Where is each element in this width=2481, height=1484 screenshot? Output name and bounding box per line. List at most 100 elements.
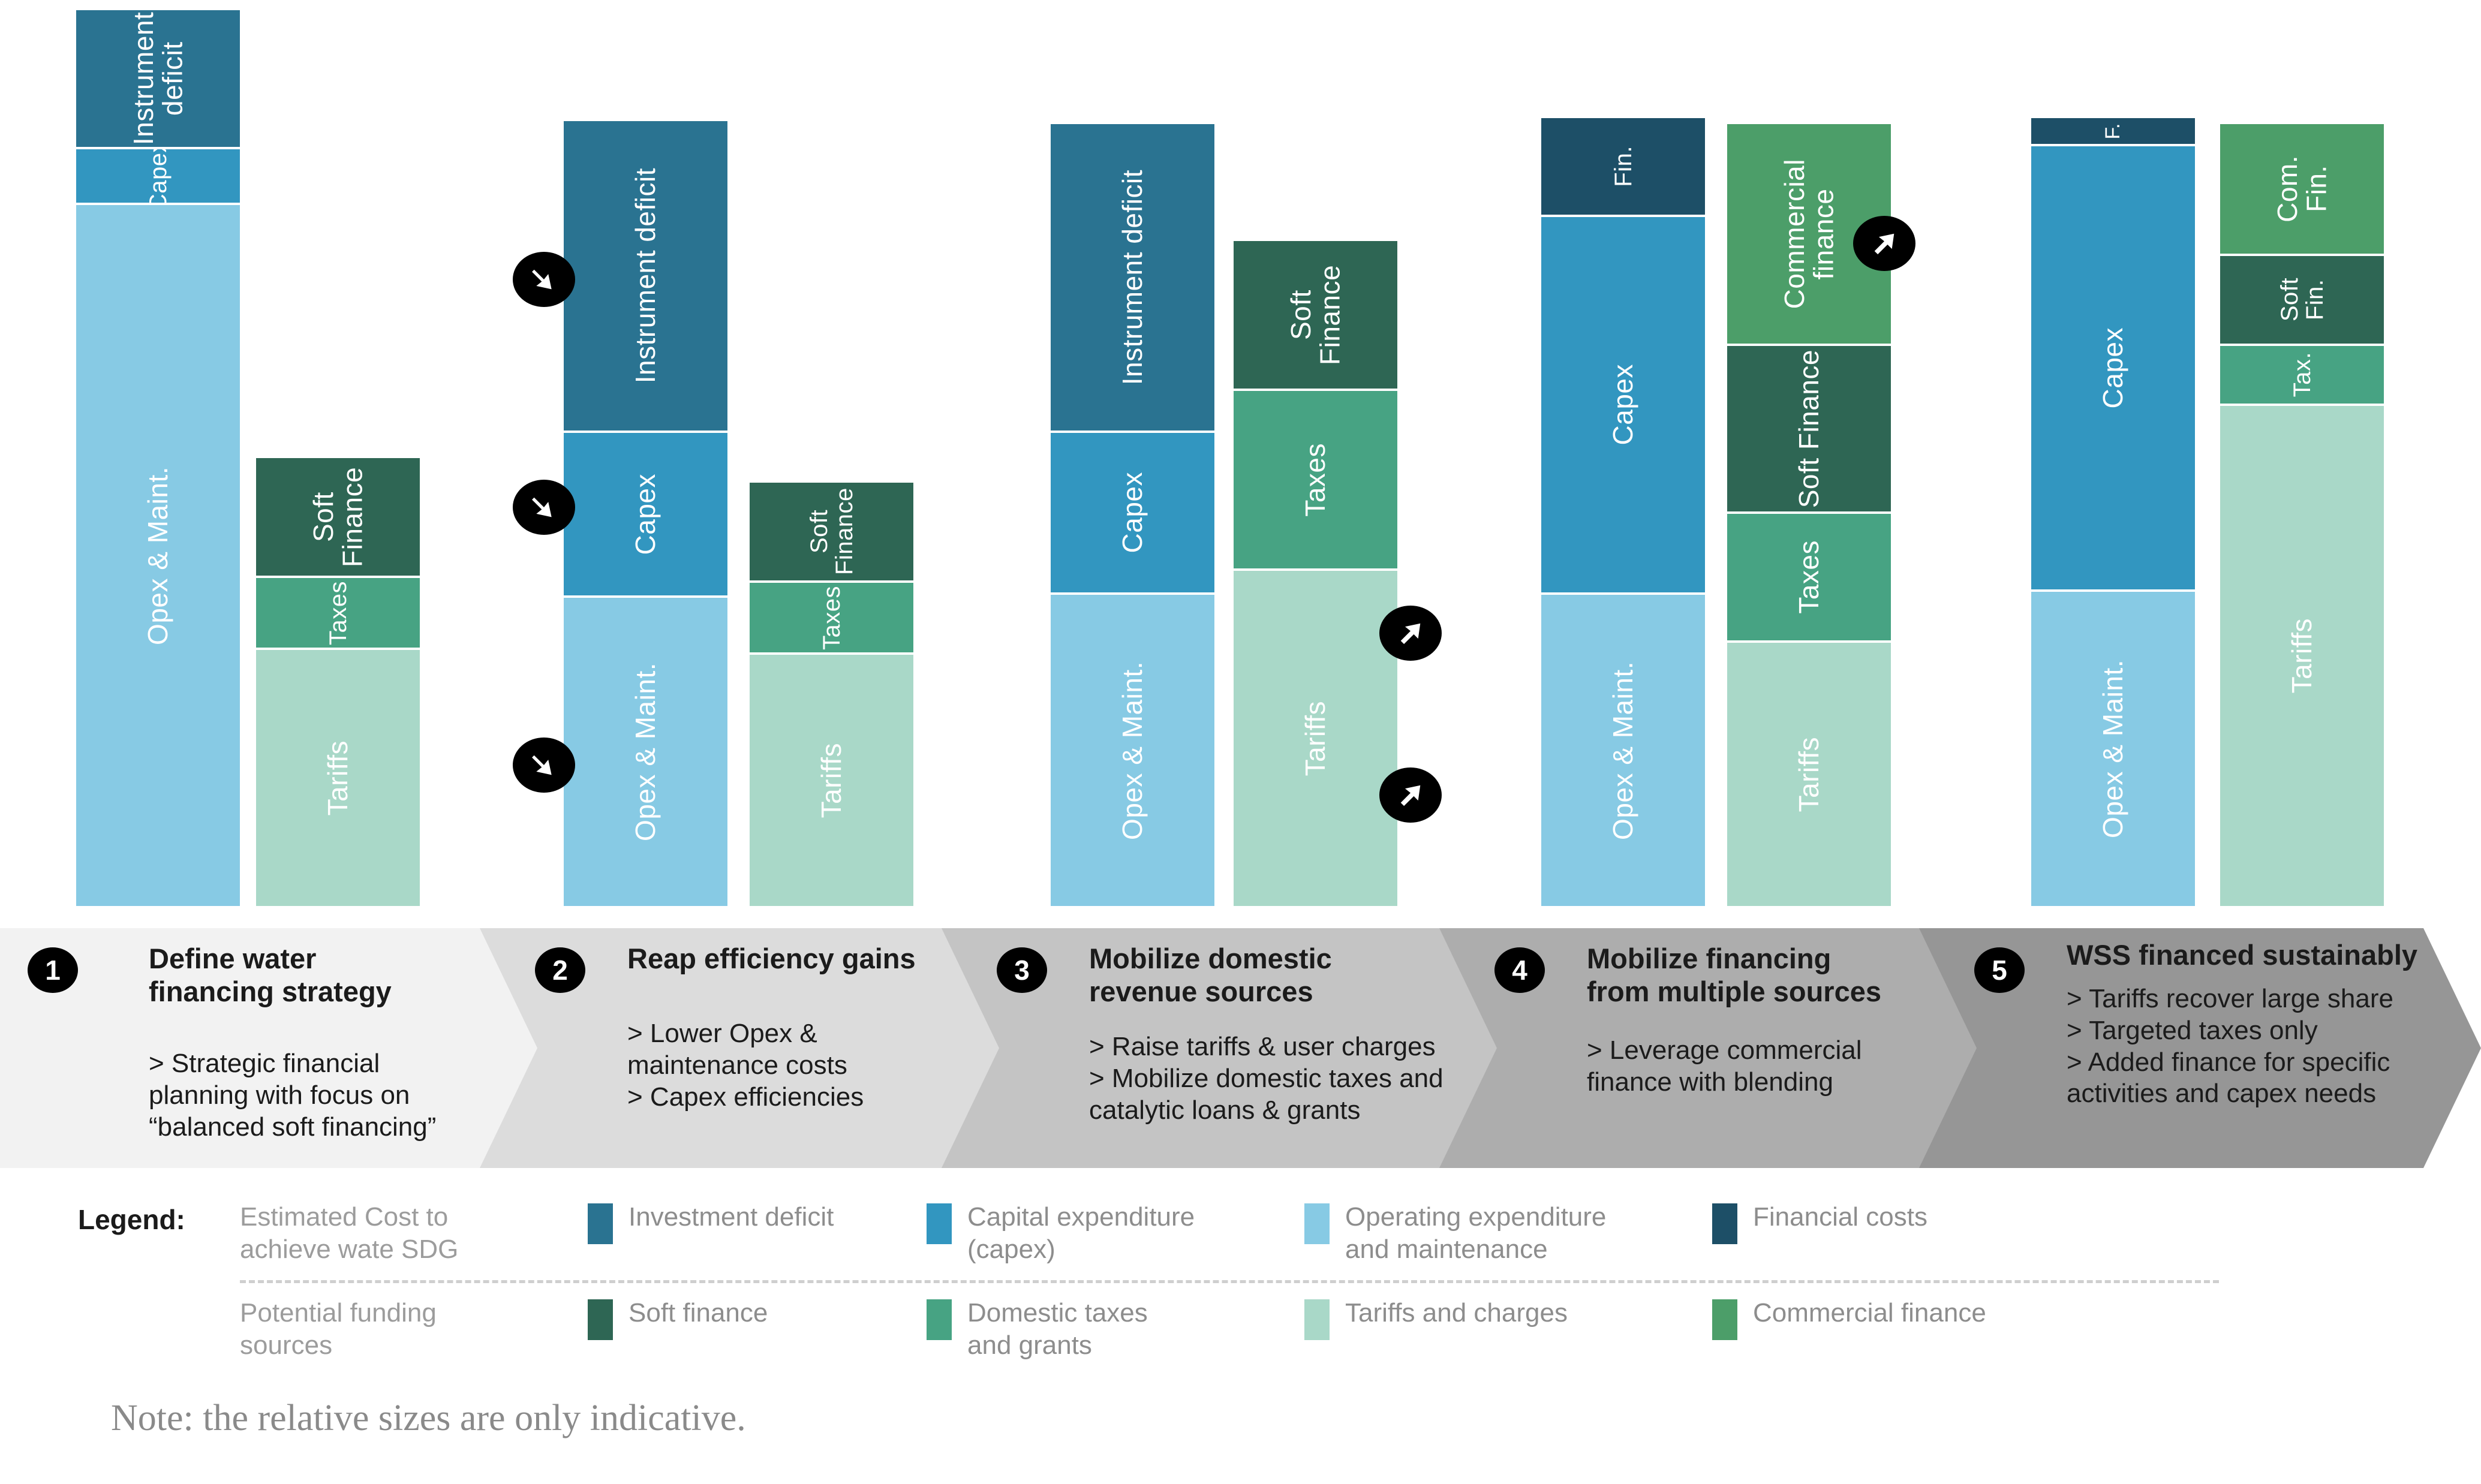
bar-segment-capex: Capex: [1049, 432, 1216, 594]
bar-segment-opex: Opex & Maint.: [2030, 591, 2196, 907]
bar-segment-investment-deficit: Instrument deficit: [1049, 123, 1216, 432]
bar-segment-label: Capex: [145, 148, 172, 204]
bar-segment-label: Opex & Maint.: [142, 466, 174, 645]
bar-segment-label: Tariffs: [1793, 736, 1825, 812]
bar-segment-tariffs: Tariffs: [1232, 570, 1399, 907]
bar-segment-opex: Opex & Maint.: [1540, 594, 1706, 907]
bar-segment-label: Instrument deficit: [128, 11, 188, 146]
bar-segment-label: Opex & Maint.: [1117, 661, 1148, 840]
bar-segment-opex: Opex & Maint.: [1049, 594, 1216, 907]
arrow-down-icon-capex-col2: [513, 480, 575, 535]
bar-segment-label: Tariffs: [1300, 700, 1331, 776]
bar-segment-label: Opex & Maint.: [1607, 661, 1639, 840]
bar-segment-capex: Capex: [75, 148, 241, 204]
bar-segment-label: Instrument deficit: [630, 168, 661, 384]
bar-segment-capex: Capex: [2030, 145, 2196, 591]
legend-swatch-domestic-taxes: [927, 1299, 952, 1340]
bar-segment-label: Opex & Maint.: [630, 663, 661, 841]
legend-swatch-tariffs: [1304, 1299, 1330, 1340]
bar-segment-domestic-taxes: Taxes: [748, 582, 915, 654]
bar-segment-label: Instrument deficit: [1117, 169, 1148, 386]
legend-item-soft-finance: Soft finance: [588, 1297, 768, 1340]
step-bullets: > Strategic financial planning with focu…: [149, 1049, 437, 1142]
legend-item-commercial-finance: Commercial finance: [1712, 1297, 1986, 1340]
legend-divider: [240, 1280, 2219, 1283]
step-number-badge: 2: [535, 947, 585, 993]
figure-note: Note: the relative sizes are only indica…: [111, 1398, 746, 1438]
bar-segment-tariffs: Tariffs: [1726, 642, 1892, 907]
bar-funding-col5: Com. Fin.Soft Fin.Tax.Tariffs: [2219, 0, 2385, 907]
bar-segment-soft-finance: Soft Finance: [1232, 240, 1399, 390]
bar-segment-tariffs: Tariffs: [2219, 405, 2385, 907]
bar-segment-domestic-taxes: Taxes: [1232, 390, 1399, 570]
legend-label: Domestic taxes and grants: [967, 1298, 1148, 1360]
bar-segment-tariffs: Tariffs: [255, 649, 421, 907]
bar-segment-label: Capex: [2097, 327, 2129, 409]
legend-label: Tariffs and charges: [1345, 1298, 1568, 1328]
bar-segment-label: F.: [2101, 122, 2124, 140]
step-number-badge: 5: [1974, 947, 2025, 993]
bar-segment-domestic-taxes: Taxes: [1726, 513, 1892, 642]
bar-segment-label: Capex: [1117, 472, 1148, 553]
bar-segment-label: Tariffs: [322, 740, 354, 816]
step-number-badge: 4: [1494, 947, 1545, 993]
step-title: WSS financed sustainably: [2067, 939, 2418, 971]
bar-segment-label: Capex: [1607, 364, 1639, 445]
legend-item-opex: Operating expenditure and maintenance: [1304, 1201, 1606, 1265]
legend-item-tariffs: Tariffs and charges: [1304, 1297, 1568, 1340]
bar-segment-domestic-taxes: Tax.: [2219, 345, 2385, 405]
bar-segment-opex: Opex & Maint.: [563, 597, 729, 907]
legend: Legend: Estimated Cost to achieve wate S…: [0, 1190, 2481, 1370]
bar-segment-label: Opex & Maint.: [2097, 660, 2129, 838]
bar-segment-label: Soft Finance: [1793, 349, 1825, 508]
bar-segment-financial-costs: F.: [2030, 117, 2196, 145]
bar-segment-soft-finance: Soft Fin.: [2219, 255, 2385, 345]
bar-segment-tariffs: Tariffs: [748, 654, 915, 907]
legend-label: Financial costs: [1753, 1202, 1928, 1232]
bar-segment-label: Soft Finance: [1285, 264, 1346, 365]
bar-segment-soft-finance: Soft Finance: [1726, 345, 1892, 513]
bar-segment-label: Soft Finance: [805, 487, 858, 576]
bar-segment-label: Commercial finance: [1779, 158, 1839, 309]
bar-segment-label: Capex: [630, 473, 661, 555]
legend-label: Capital expenditure (capex): [967, 1202, 1195, 1264]
legend-item-investment-deficit: Investment deficit: [588, 1201, 834, 1244]
legend-item-capex: Capital expenditure (capex): [927, 1201, 1195, 1265]
bar-segment-capex: Capex: [1540, 216, 1706, 594]
process-step-5[interactable]: 5 WSS financed sustainably > Tariffs recov…: [1919, 928, 2481, 1168]
step-number-badge: 3: [997, 947, 1047, 993]
step-bullets: > Raise tariffs & user charges > Mobiliz…: [1089, 1032, 1444, 1125]
step-bullets: > Tariffs recover large share > Targeted…: [2067, 984, 2393, 1109]
legend-swatch-commercial-finance: [1712, 1299, 1737, 1340]
process-step-3[interactable]: 3 Mobilize domestic revenue sources > Rais…: [942, 928, 1499, 1168]
legend-label: Commercial finance: [1753, 1298, 1986, 1328]
bar-segment-label: Soft Finance: [308, 466, 368, 567]
legend-label: Operating expenditure and maintenance: [1345, 1202, 1607, 1264]
bar-segment-label: Taxes: [324, 580, 351, 645]
legend-swatch-opex: [1304, 1203, 1330, 1244]
bar-segment-label: Taxes: [818, 585, 845, 650]
legend-label: Investment deficit: [628, 1202, 834, 1232]
bar-segment-soft-finance: Soft Finance: [748, 481, 915, 582]
legend-swatch-financial-costs: [1712, 1203, 1737, 1244]
bar-segment-capex: Capex: [563, 432, 729, 597]
bar-segment-label: Tariffs: [2286, 618, 2318, 694]
bar-segment-soft-finance: Soft Finance: [255, 457, 421, 577]
arrow-up-icon-commercial-finance-col4: [1853, 216, 1915, 271]
legend-title: Legend:: [78, 1204, 185, 1235]
bar-segment-label: Taxes: [1793, 540, 1825, 614]
step-title: Mobilize domestic revenue sources: [1089, 943, 1332, 1007]
legend-item-financial-costs: Financial costs: [1712, 1201, 1927, 1244]
